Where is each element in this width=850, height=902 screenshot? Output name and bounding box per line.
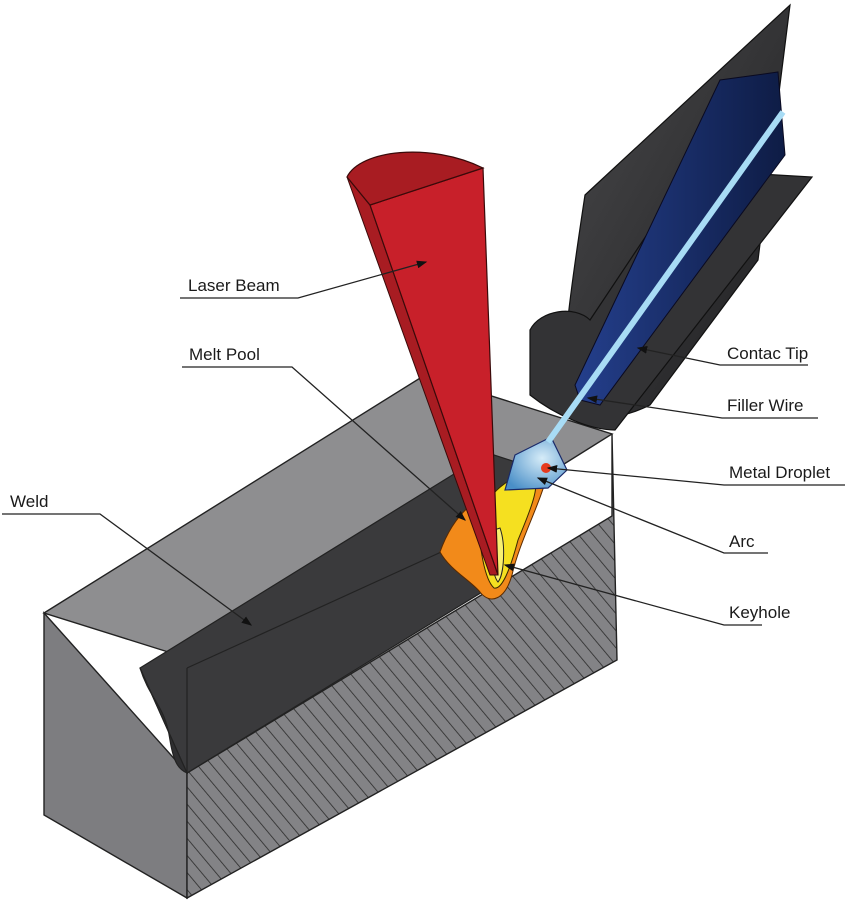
label-filler-wire: Filler Wire bbox=[727, 396, 804, 415]
leader-melt-pool bbox=[182, 366, 466, 521]
label-contact-tip: Contac Tip bbox=[727, 344, 809, 363]
label-melt-pool: Melt Pool bbox=[189, 345, 260, 364]
laser-beam bbox=[346, 151, 499, 576]
label-keyhole: Keyhole bbox=[729, 603, 791, 622]
block-section-face bbox=[186, 433, 618, 900]
leader-arc bbox=[536, 477, 768, 554]
label-weld: Weld bbox=[10, 492, 49, 511]
label-laser-beam: Laser Beam bbox=[188, 276, 280, 295]
label-metal-droplet: Metal Droplet bbox=[729, 463, 831, 482]
leader-lines bbox=[2, 260, 845, 626]
weld-profile bbox=[139, 667, 189, 775]
leader-laser-beam bbox=[180, 260, 428, 299]
welding-torch bbox=[529, 3, 814, 444]
leader-filler-wire bbox=[586, 395, 818, 419]
filler-wire bbox=[545, 110, 786, 444]
weld-top-edge bbox=[186, 547, 451, 669]
label-arc: Arc bbox=[729, 532, 755, 551]
arc-cone bbox=[504, 436, 568, 491]
leader-keyhole bbox=[503, 563, 762, 626]
contact-tip bbox=[574, 71, 786, 406]
laser-cone-top bbox=[346, 151, 485, 206]
leader-metal-droplet bbox=[546, 464, 845, 486]
leader-weld bbox=[2, 513, 253, 626]
leader-contact-tip bbox=[636, 346, 808, 366]
